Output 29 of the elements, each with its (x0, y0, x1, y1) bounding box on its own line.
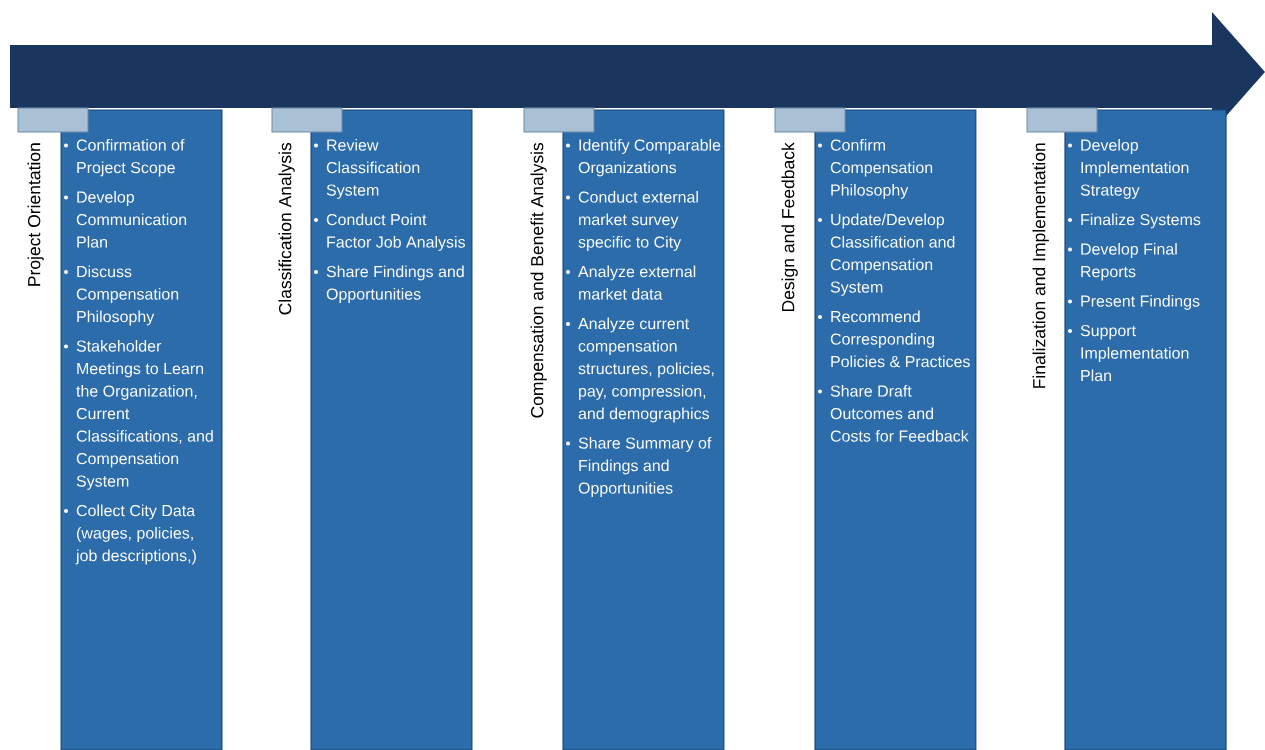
phase-heading: Project Orientation (27, 143, 44, 286)
node-label: Discuss Compensation Philosophy (76, 265, 179, 326)
node-label: Develop Communication Plan (76, 191, 187, 248)
node-label: Analyze external market data (578, 265, 696, 300)
node-label: Stakeholder Meetings to Learn the Organization, Current Classifications, and Compensation System (76, 340, 213, 490)
node-label: Support Implementation Plan (1080, 324, 1189, 382)
node-label: Analyze current compensation structures, policies, pay, compression, and demographics (578, 317, 714, 423)
node-label: Confirmation of Project Scope (76, 139, 185, 177)
node-label: Present Findings (1081, 295, 1200, 310)
phase-column: Confirmation of Project Scope Develop Communication Plan Discuss Compensation Philosophy Stakeholder Meetings to Learn the Organization, Current Classifications, and Compensation System Collect City Data (wages, policies, job descriptions,) (60, 109, 223, 750)
phase-heading: Classification Analysis (278, 142, 295, 315)
node-label: Recommend Corresponding Policies & Practices (830, 310, 970, 368)
node-label: Conduct external market survey specific to City (578, 191, 698, 251)
node-label: Identify Comparable Organizations (578, 139, 721, 177)
phase-column: Identify Comparable Organizations Conduct external market survey specific to City Analyze external market data Analyze current compensation structures, policies, pay, compression, and demographics Share Summary of Findings and Opportunities (562, 109, 725, 750)
phase-heading: Compensation and Benefit Analysis (530, 142, 547, 418)
phase-column: Review Classification System Conduct Point Factor Job Analysis Share Findings and Opportunities (310, 109, 473, 750)
node-label: Confirm Compensation Philosophy (830, 139, 933, 199)
node-label: Develop Implementation Strategy (1080, 139, 1189, 199)
node-label: Share Draft Outcomes and Costs for Feedback (830, 385, 969, 442)
node-label: Develop Final Reports (1081, 243, 1177, 281)
node-label: Share Summary of Findings and Opportunities (578, 437, 712, 497)
node-label: Collect City Data (wages, policies, job descriptions,) (75, 504, 196, 565)
node-label: Finalize Systems (1081, 213, 1201, 229)
node-label: Update/Develop Classification and Compensation System (830, 213, 955, 296)
phase-column: Confirm Compensation Philosophy Update/Develop Classification and Compensation System Recommend Corresponding Policies & Practices Share Draft Outcomes and Costs for Feedback (814, 109, 977, 750)
phase-heading: Design and Feedback (781, 142, 798, 311)
phase-column: Develop Implementation Strategy Finalize Systems Develop Final Reports Present Findings Support Implementation Plan (1064, 109, 1227, 750)
phase-heading: Finalization and Implementation (1032, 143, 1049, 388)
